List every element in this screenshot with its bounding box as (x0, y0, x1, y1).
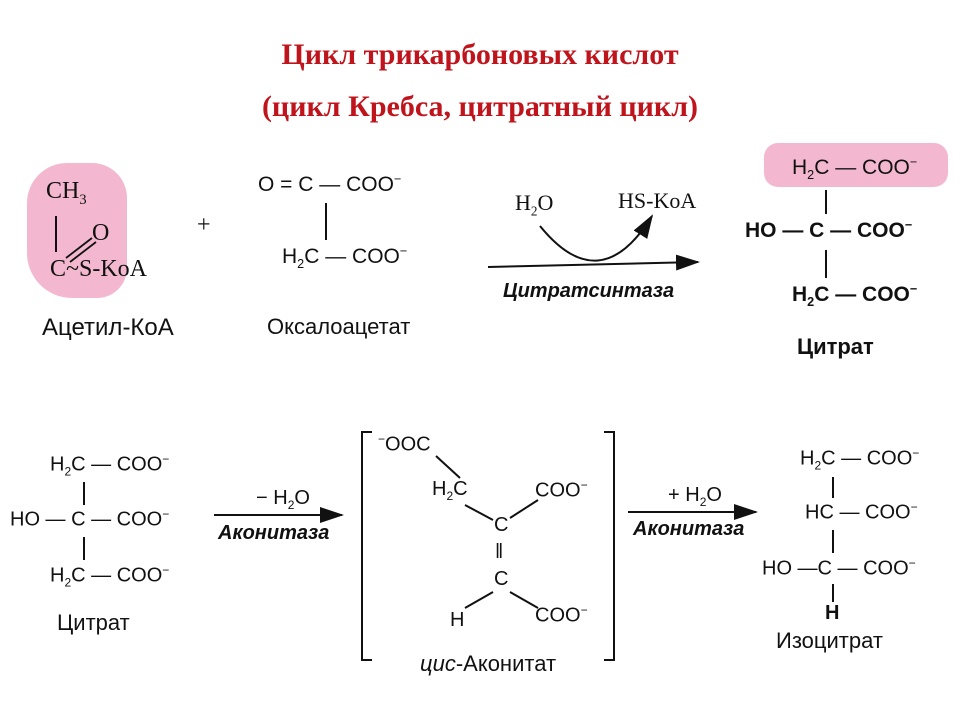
aconitate-c2: C (494, 568, 509, 590)
aconitate-coo-bottom: COO− (535, 603, 588, 627)
bracket-right (604, 431, 615, 661)
title-line1: Цикл трикарбоновых кислот (281, 38, 679, 71)
citrate1-name: Цитрат (797, 334, 874, 359)
citrate1-row2: HO — C — COO− (745, 218, 913, 242)
arrow2-label: − H2O (256, 487, 310, 512)
citrate2-name: Цитрат (57, 610, 130, 635)
oxaloacetate-line1: O = C — COO− (258, 172, 402, 196)
aconitate-c1: C (494, 514, 509, 536)
reaction1-curved-arrow (539, 214, 654, 262)
aconitate-bond-coo-bottom (509, 591, 539, 609)
aconitate-bond-h2c (464, 504, 494, 521)
oxaloacetate-line3: H2C — COO− (282, 244, 408, 272)
oxaloacetate-name: Оксалоацетат (267, 314, 411, 339)
arrow1-hskoa: HS-KoA (618, 188, 697, 213)
isocitrate-row1: H2C — COO− (800, 446, 920, 473)
citrate-synthase-label: Цитратсинтаза (503, 280, 675, 302)
reaction1-arrow (487, 254, 700, 271)
isocitrate-name: Изоцитрат (776, 628, 883, 653)
aconitase-label-1: Аконитаза (218, 522, 330, 544)
aconitate-h: H (450, 609, 465, 631)
aconitate-double-bond: ‖ (495, 541, 504, 563)
isocitrate-row3: HO —C — COO− (762, 556, 916, 580)
citrate1-row3: H2C — COO− (792, 282, 918, 310)
arrow1-h2o: H2O (515, 190, 554, 219)
acetyl-c-skoa: C~S-KoA (50, 256, 147, 282)
aconitase-label-2: Аконитаза (633, 518, 745, 540)
arrow3-label: + H2O (668, 484, 722, 509)
isocitrate-row2: HC — COO− (805, 500, 918, 524)
acetyl-double-bond-a (65, 237, 93, 259)
highlight-acetyl (27, 163, 127, 298)
bracket-left (361, 431, 372, 661)
acetyl-double-bond-b (69, 241, 97, 263)
citrate2-row3: H2C — COO− (50, 563, 170, 590)
title-line2: (цикл Кребса, цитратный цикл) (261, 90, 699, 123)
aconitate-bond-ooc (435, 455, 461, 479)
aconitate-h2c: H2C (432, 478, 468, 503)
highlight-citrate-top (764, 143, 948, 187)
cis-aconitate-name: цис-Аконитат (420, 651, 557, 676)
aconitate-ooc: −OOC (378, 432, 431, 456)
acetyl-coa-name: Ацетил-КоА (42, 314, 174, 341)
aconitate-bond-coo-top (509, 499, 539, 519)
aconitate-coo-top: COO− (535, 478, 588, 502)
plus-sign: + (197, 212, 211, 238)
acetyl-ch3: CH3 (46, 178, 87, 208)
citrate2-row1: H2C — COO− (50, 452, 170, 479)
citrate2-row2: HO — C — COO− (10, 507, 170, 531)
citrate1-row1: H2C — COO− (792, 155, 918, 183)
acetyl-o: O (92, 220, 110, 246)
aconitate-bond-h (464, 591, 494, 609)
isocitrate-row4: H (825, 602, 840, 624)
